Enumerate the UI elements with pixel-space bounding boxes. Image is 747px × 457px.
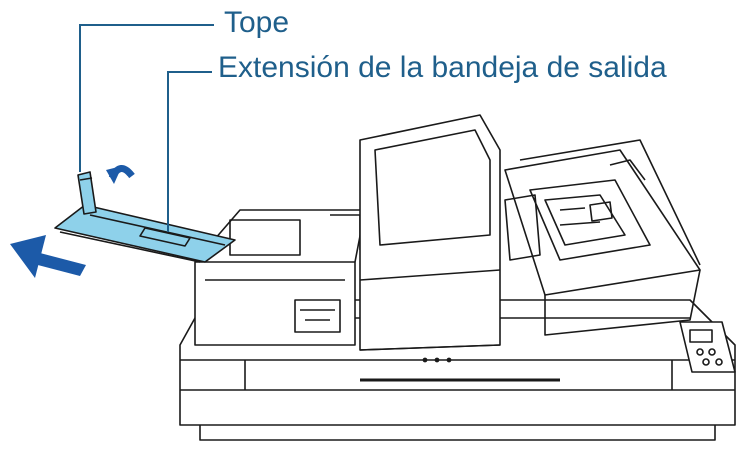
- paper-chute: [504, 139, 701, 336]
- leader-line-stopper: [79, 24, 214, 172]
- stopper-part: [77, 171, 97, 215]
- curved-arrow-icon: [106, 165, 135, 184]
- callout-label-stopper: Tope: [224, 6, 290, 39]
- leader-line-extension: [167, 71, 212, 232]
- arrow-left-icon: [10, 235, 86, 278]
- output-tray-extension-part: [54, 204, 236, 263]
- leader-lines: [79, 24, 214, 232]
- adf-column: [359, 114, 501, 363]
- callout-label-output-tray-extension: Extensión de la bandeja de salida: [218, 51, 667, 84]
- operator-panel: [679, 321, 736, 373]
- output-stacker: [194, 209, 366, 346]
